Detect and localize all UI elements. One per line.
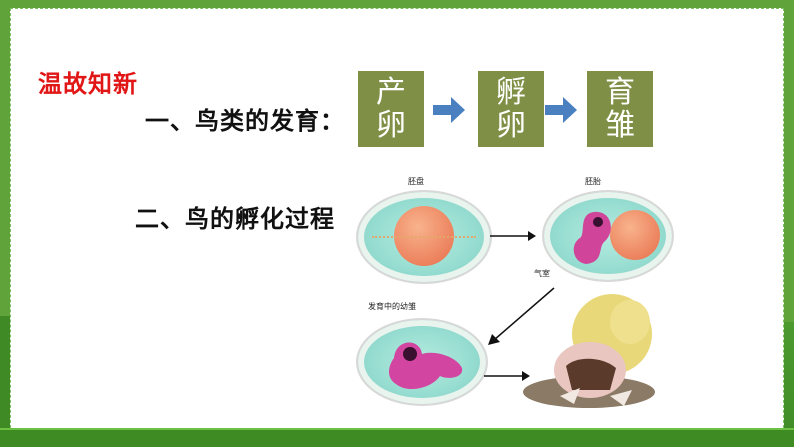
arrow-right-icon xyxy=(433,97,465,123)
label-yolk-disc: 胚盘 xyxy=(408,177,424,186)
egg-yolk-diagram xyxy=(356,190,492,284)
arrow-right-icon xyxy=(484,371,530,381)
point-development: 一、鸟类的发育： xyxy=(145,107,345,135)
embryo-shape xyxy=(573,211,611,264)
egg-embryo-diagram xyxy=(542,190,674,282)
stage-char: 卵 xyxy=(376,108,406,143)
arrow-right-icon xyxy=(490,231,536,241)
stage-box-incubate: 孵 卵 xyxy=(478,71,544,147)
stage-char: 育 xyxy=(605,75,635,110)
stage-box-rear-chicks: 育 雏 xyxy=(587,71,653,147)
stage-char: 孵 xyxy=(496,75,526,110)
label-air-cell: 气室 xyxy=(534,269,550,278)
bottom-strip xyxy=(0,428,794,447)
arrow-right-icon xyxy=(545,97,577,123)
label-embryo: 胚胎 xyxy=(585,177,601,186)
stage-char: 雏 xyxy=(605,108,635,143)
point-hatching: 二、鸟的孵化过程 xyxy=(135,205,335,233)
egg-developing-chick-diagram xyxy=(356,318,488,406)
label-developing-chick: 发育中的幼雏 xyxy=(368,302,416,311)
hatched-chick-image xyxy=(523,294,655,408)
yolk xyxy=(610,210,660,260)
developing-chick-shape xyxy=(389,342,463,390)
chalaza-line xyxy=(372,236,476,240)
arrow-down-left-icon xyxy=(488,287,555,345)
stage-char: 卵 xyxy=(496,108,526,143)
stage-char: 产 xyxy=(376,75,406,110)
review-tag: 温故知新 xyxy=(38,70,138,98)
stage-box-lay-eggs: 产 卵 xyxy=(358,71,424,147)
